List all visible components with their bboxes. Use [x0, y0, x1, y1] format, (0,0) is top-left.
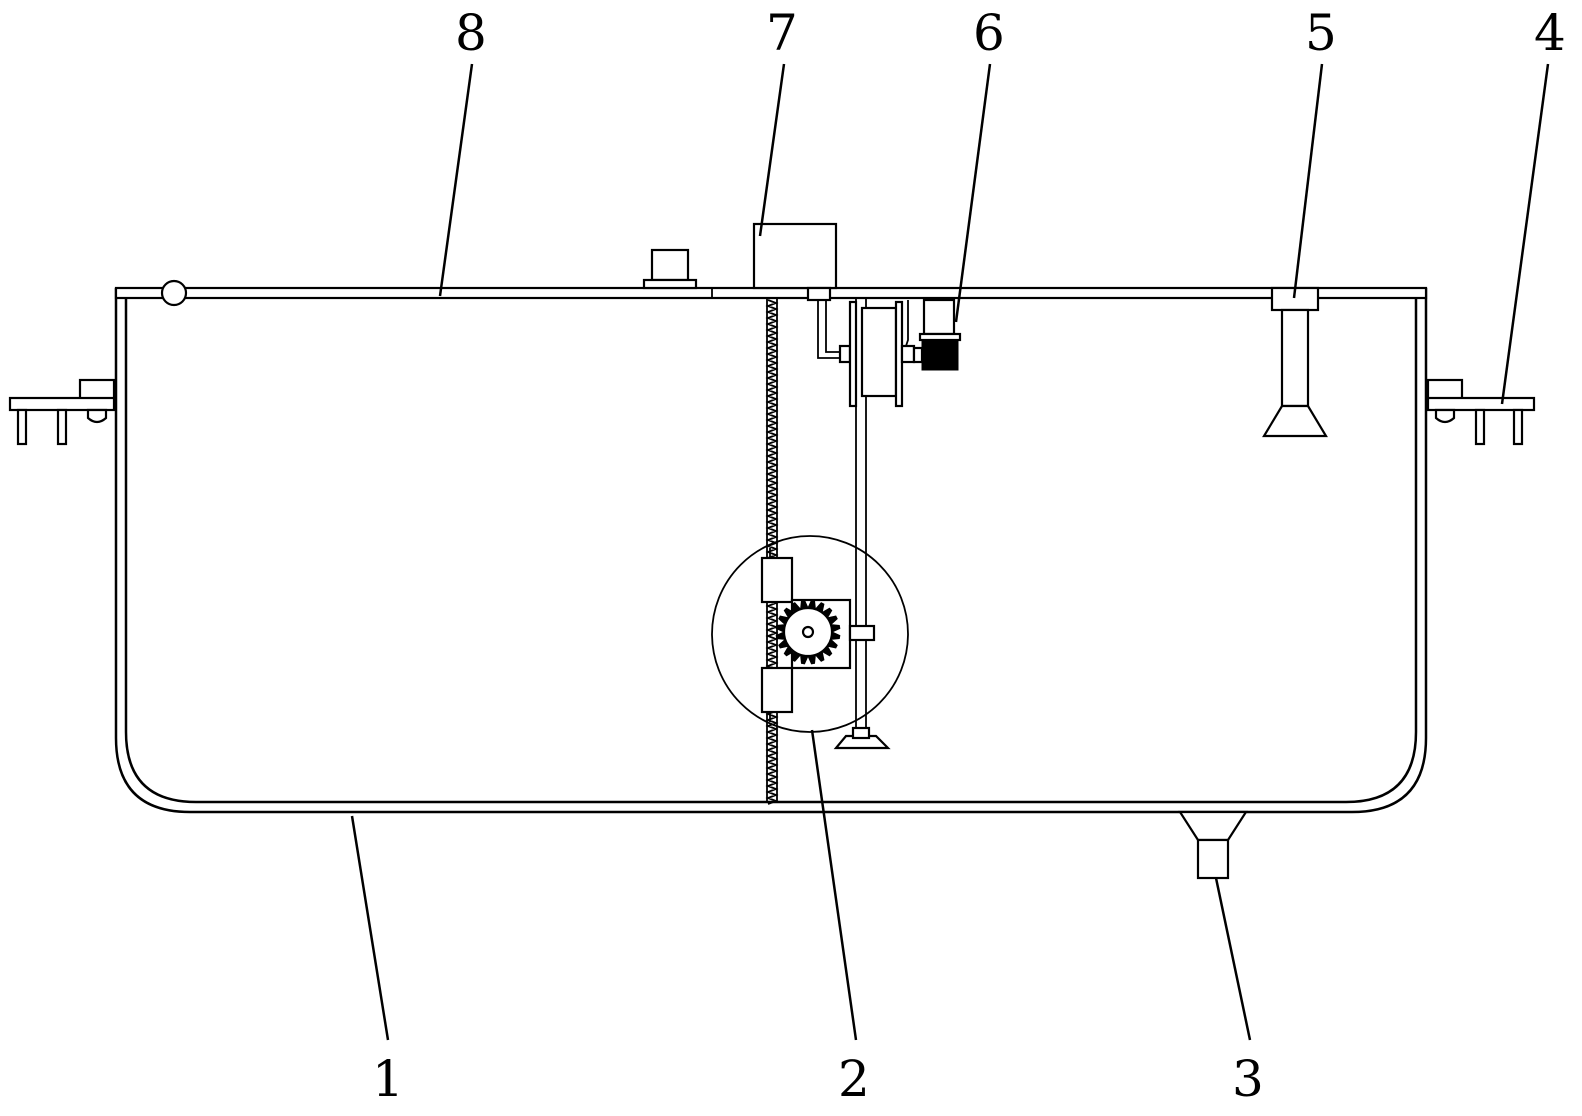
mount-bracket-right: [1426, 378, 1536, 446]
drive-assembly: [806, 286, 962, 408]
callout-7: 7: [766, 4, 798, 62]
callout-2: 2: [838, 1050, 870, 1108]
lid-knob: [650, 248, 690, 282]
callout-8: 8: [455, 4, 487, 62]
rack-divider: [765, 298, 779, 805]
hinge-circle: [160, 279, 188, 307]
control-box: [752, 222, 838, 290]
drain-outlet: [1177, 810, 1249, 880]
callout-5: 5: [1305, 4, 1337, 62]
spray-nozzle: [1262, 286, 1328, 438]
detail-circle: [711, 535, 909, 733]
mount-bracket-left: [8, 378, 116, 446]
callout-1: 1: [372, 1050, 404, 1108]
lid-knob-base: [642, 278, 698, 290]
leader-lines: [350, 63, 1550, 1041]
callout-3: 3: [1232, 1050, 1264, 1108]
callout-labels: 8 7 6 5 4 1 2 3: [372, 4, 1566, 1108]
motor-icon: [921, 339, 959, 371]
callout-6: 6: [973, 4, 1005, 62]
callout-4: 4: [1534, 4, 1566, 62]
gear-mechanism: [711, 535, 909, 733]
